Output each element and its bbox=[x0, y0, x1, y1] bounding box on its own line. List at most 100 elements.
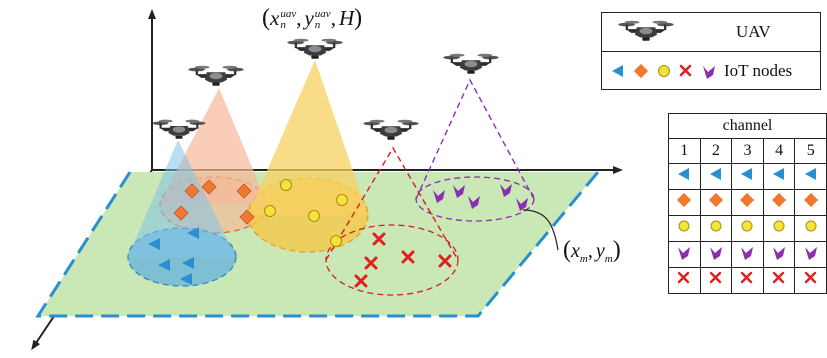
red-cross-icon bbox=[741, 271, 753, 284]
red-cross-icon bbox=[678, 271, 690, 284]
orange-nodes bbox=[173, 179, 255, 225]
channel-cell bbox=[668, 163, 701, 190]
channel-table: channel 1 2 3 4 5 bbox=[668, 113, 827, 294]
purple-chevron-icon bbox=[741, 247, 754, 260]
iot-nodes bbox=[148, 179, 528, 288]
blue-triangle-icon bbox=[804, 168, 816, 180]
channel-cell bbox=[731, 189, 764, 216]
blue-triangle-icon bbox=[741, 168, 753, 180]
orange-diamond-icon bbox=[740, 192, 755, 208]
yellow-circle-icon bbox=[658, 64, 670, 77]
channel-title-row: channel bbox=[668, 113, 827, 139]
purple-beam bbox=[415, 78, 535, 200]
channel-cell bbox=[699, 241, 733, 268]
ground-plane-border bbox=[35, 171, 600, 318]
red-node bbox=[372, 232, 386, 246]
uav-drone-yellow bbox=[287, 38, 343, 59]
red-cross-icon bbox=[804, 271, 816, 284]
blue-triangle-icon bbox=[709, 168, 721, 180]
channel-header-row: 1 2 3 4 5 bbox=[668, 138, 827, 164]
red-node bbox=[438, 254, 452, 268]
channel-cell bbox=[699, 163, 733, 190]
orange-diamond-icon bbox=[633, 63, 649, 78]
channel-col-5: 5 bbox=[794, 138, 827, 164]
yellow-circle-icon bbox=[710, 220, 722, 232]
red-node bbox=[401, 250, 415, 264]
channel-cell bbox=[731, 163, 764, 190]
channel-row-blue-triangle bbox=[668, 163, 827, 190]
channel-row-orange-diamond bbox=[668, 189, 827, 216]
channel-cell bbox=[794, 163, 827, 190]
red-node bbox=[354, 274, 368, 288]
orange-node bbox=[236, 183, 252, 199]
purple-node bbox=[433, 190, 445, 203]
channel-cell bbox=[794, 241, 827, 268]
blue-node bbox=[187, 227, 199, 239]
channel-col-4: 4 bbox=[762, 138, 796, 164]
channel-cell bbox=[794, 267, 827, 294]
purple-node bbox=[468, 196, 480, 209]
blue-nodes bbox=[148, 227, 199, 285]
blue-node bbox=[182, 257, 194, 269]
orange-diamond-icon bbox=[708, 192, 723, 208]
channel-cell bbox=[794, 215, 827, 242]
channel-cell bbox=[668, 189, 701, 216]
purple-node bbox=[500, 184, 512, 197]
uav-drone-orange bbox=[188, 65, 244, 86]
channel-cell bbox=[668, 215, 701, 242]
channel-cell bbox=[731, 267, 764, 294]
yellow-circle-icon bbox=[741, 220, 753, 232]
blue-triangle-icon bbox=[612, 64, 623, 77]
iot-legend-icons bbox=[612, 63, 715, 79]
channel-col-3: 3 bbox=[731, 138, 764, 164]
yellow-circle-icon bbox=[805, 220, 817, 232]
ground-label-leader bbox=[522, 209, 559, 251]
channel-cell bbox=[731, 215, 764, 242]
legend-uav-label: UAV bbox=[736, 22, 771, 41]
orange-diamond-icon bbox=[803, 192, 818, 208]
channel-col-2: 2 bbox=[699, 138, 733, 164]
channel-cell bbox=[794, 189, 827, 216]
red-cross-icon bbox=[679, 64, 692, 76]
blue-node bbox=[180, 273, 192, 285]
red-cross-icon bbox=[772, 271, 785, 284]
yellow-beam bbox=[248, 60, 368, 215]
ground-node-label: (xm,ym) bbox=[563, 237, 621, 265]
purple-chevron-icon bbox=[678, 247, 691, 260]
red-node bbox=[364, 256, 378, 270]
purple-node bbox=[516, 198, 528, 211]
blue-triangle-icon bbox=[773, 168, 785, 180]
yellow-node bbox=[280, 179, 292, 191]
purple-chevron-icon bbox=[703, 65, 715, 79]
channel-row-purple-chevron bbox=[668, 241, 827, 268]
red-cross-icon bbox=[709, 271, 722, 284]
legend: UAV IoT nodes bbox=[601, 12, 821, 90]
blue-beam bbox=[128, 140, 236, 257]
channel-cell bbox=[699, 267, 733, 294]
uav-beams bbox=[128, 60, 535, 261]
channel-cell bbox=[731, 241, 764, 268]
purple-chevron-icon bbox=[709, 247, 722, 260]
channel-cell bbox=[762, 267, 796, 294]
uav-legend-icon bbox=[618, 20, 674, 41]
blue-triangle-icon bbox=[678, 168, 690, 180]
yellow-circle-icon bbox=[678, 220, 690, 232]
red-nodes bbox=[354, 232, 452, 288]
orange-node bbox=[201, 179, 217, 195]
channel-row-red-cross bbox=[668, 267, 827, 294]
channel-cell bbox=[762, 189, 796, 216]
uav-drone-red bbox=[363, 119, 419, 140]
legend-uav-row: UAV bbox=[602, 13, 820, 52]
yellow-node bbox=[336, 194, 348, 206]
legend-iot-label: IoT nodes bbox=[724, 60, 793, 80]
legend-iot-row: IoT nodes bbox=[602, 52, 820, 89]
channel-cell bbox=[699, 189, 733, 216]
channel-cell bbox=[762, 215, 796, 242]
yellow-node bbox=[264, 205, 276, 217]
purple-nodes bbox=[433, 184, 528, 211]
channel-cell bbox=[762, 241, 796, 268]
yellow-node bbox=[330, 235, 342, 247]
channel-cell bbox=[668, 241, 701, 268]
purple-chevron-icon bbox=[773, 247, 786, 260]
